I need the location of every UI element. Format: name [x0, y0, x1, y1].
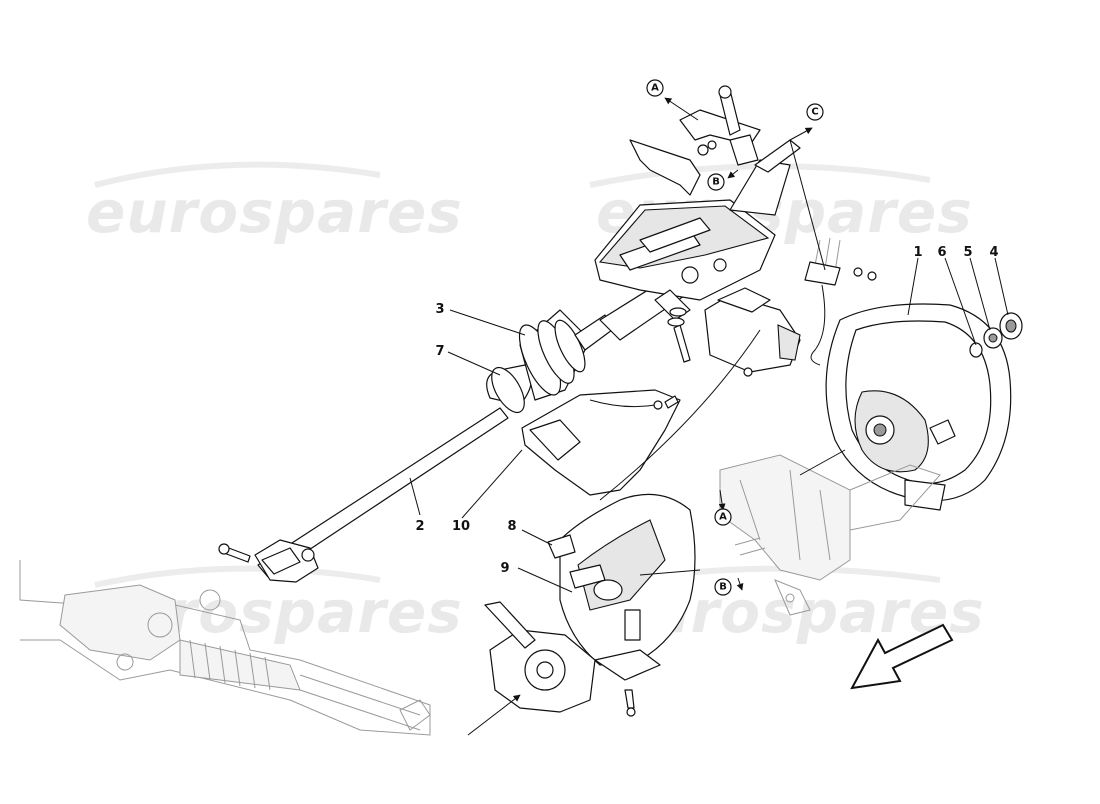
ref-marker-A-lower: A: [714, 508, 732, 526]
part-number-4: 4: [989, 245, 998, 260]
intermediate-shaft: [218, 407, 509, 583]
ref-marker-B-lower: B: [714, 578, 732, 596]
steering-rack-ghost: [19, 560, 431, 736]
part-number-1: 1: [913, 245, 922, 260]
part-number-9: 9: [500, 561, 509, 576]
part-number-5: 5: [963, 245, 972, 260]
steering-wheel: [825, 303, 1012, 511]
lower-shroud-part-8-9: [547, 493, 696, 666]
pedal-bracket-ghost: [719, 454, 941, 616]
bellows-boot-assembly: [486, 309, 613, 414]
ref-marker-B-top: B: [707, 173, 725, 191]
svg-text:B: B: [712, 177, 720, 188]
watermark-top-left: eurospares: [86, 178, 463, 246]
svg-text:C: C: [811, 107, 818, 118]
part-number-10: 10: [452, 519, 470, 534]
combination-switch: [484, 601, 661, 717]
reference-arrows: [599, 97, 846, 591]
svg-text:B: B: [719, 582, 727, 593]
steering-column: [594, 139, 801, 363]
ref-marker-A-top: A: [646, 79, 664, 97]
part-number-6: 6: [937, 245, 946, 260]
washer-part-6: [969, 342, 983, 358]
part-number-8: 8: [507, 519, 516, 534]
svg-text:A: A: [719, 512, 727, 523]
ref-marker-C-top: C: [806, 103, 824, 121]
front-direction-arrow-icon: [850, 623, 954, 690]
leader-lines: [409, 257, 1009, 736]
part-number-7: 7: [435, 344, 444, 359]
svg-text:A: A: [651, 83, 659, 94]
top-bracket: [629, 85, 761, 196]
part-number-2: 2: [415, 519, 424, 534]
upper-shroud-part-10: [521, 389, 681, 496]
part-number-3: 3: [435, 302, 444, 317]
wheel-fasteners: [969, 312, 1023, 358]
wiring-harness: [804, 237, 877, 366]
steering-lock-unit: [704, 287, 801, 377]
